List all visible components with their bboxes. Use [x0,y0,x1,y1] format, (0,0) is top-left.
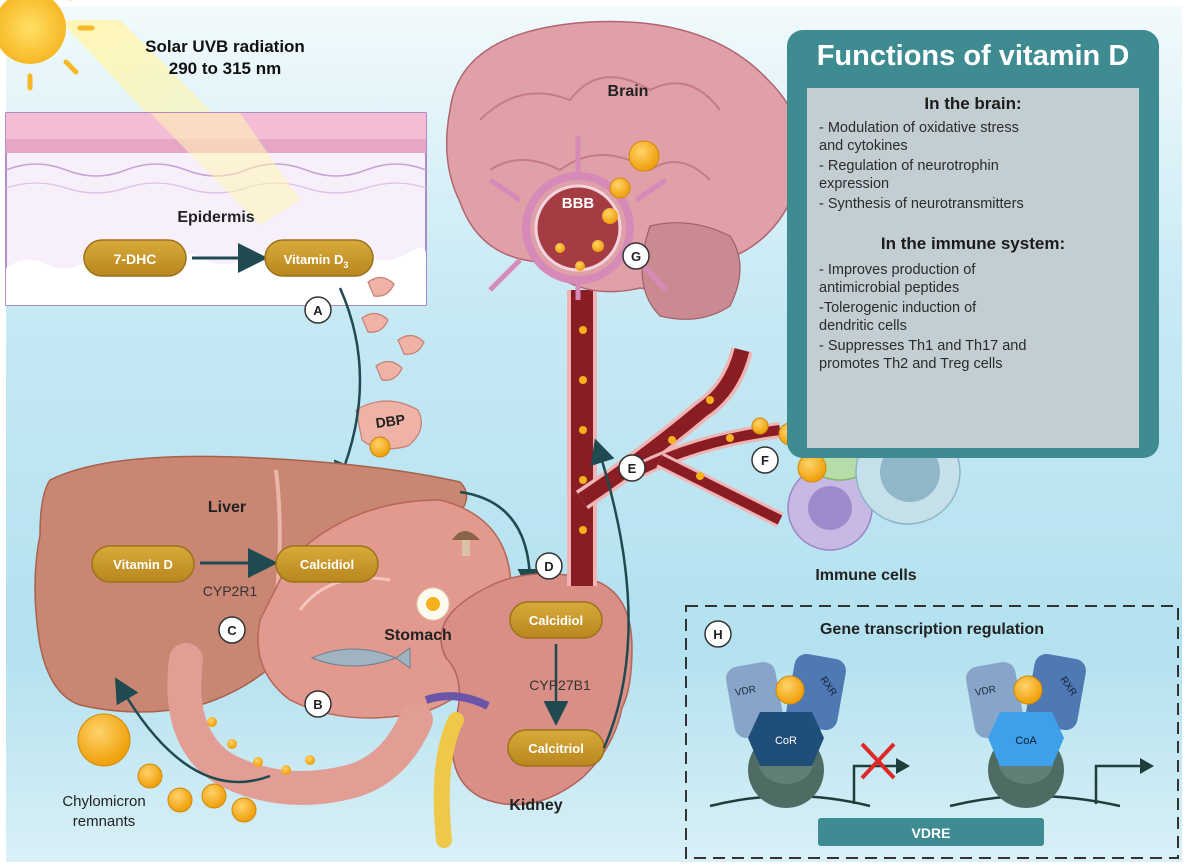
gene-transcription-box [685,605,1179,859]
epidermis-label: Epidermis [177,209,254,226]
immune-function-item: - Improves production of antimicrobial p… [819,262,976,296]
marker-b-letter: B [313,697,322,712]
immune-function-item: -Tolerogenic induction of dendritic cell… [819,300,977,334]
stomach-label: Stomach [384,627,452,644]
vdre-bar [818,818,1044,846]
vdre-label: VDRE [912,825,951,841]
brain-label: Brain [608,83,649,100]
kidney-label: Kidney [509,797,562,814]
fish-icon [310,647,411,669]
sun-icon [0,0,95,91]
marker-g [622,242,650,270]
marker-d [535,552,563,580]
immune-cells-label: Immune cells [815,567,916,584]
uv-beam-skin [150,113,300,225]
marker-b [304,690,332,718]
arrow-kidney-to-brain [590,438,630,749]
pill-calcidiol-kidney-label: Calcidiol [529,613,583,628]
arrow-chylomicron-to-liver [114,677,271,784]
vdr-label-1: VDR [734,684,757,699]
marker-a-letter: A [313,303,323,318]
marker-h-letter: H [713,627,722,642]
functions-title: Functions of vitamin D [816,40,1130,72]
enzyme-cyp27b1: CYP27B1 [529,677,591,693]
pill-vitamin-d3-label: Vitamin D3 [284,252,349,270]
dbp-label: DBP [375,411,407,431]
pill-calcidiol-liver-label: Calcidiol [300,557,354,572]
brain-dots [555,140,660,271]
chylomicron-label-line1: Chylomicron [62,793,145,810]
marker-a [304,296,332,324]
marker-e [618,454,646,482]
marker-e-letter: E [628,461,637,476]
liver-label: Liver [208,499,246,516]
blood-vessel [567,290,784,586]
pill-calcitriol-label: Calcitriol [528,741,584,756]
functions-panel: Functions of vitamin D In the brain: - M… [787,30,1159,458]
marker-f-letter: F [761,453,769,468]
pill-vitamin-d3 [264,239,374,277]
marker-letters: A B C D E F G H [227,249,769,712]
arrow-liver-to-kidney [459,490,543,594]
step-markers [218,242,779,718]
chylomicron-remnants [77,713,257,823]
brain-function-item: - Synthesis of neurotransmitters [819,196,1024,212]
bbb-label: BBB [562,195,595,212]
intestine-shape [167,643,433,805]
solar-title-line2: 290 to 315 nm [169,59,281,78]
dbp-vitamin-dot [369,436,391,458]
pill-7dhc-label: 7-DHC [114,251,157,267]
solar-title-line1: Solar UVB radiation [145,37,305,56]
block-x-icon [860,742,896,780]
immune-function-item: - Suppresses Th1 and Th17 and promotes T… [819,338,1027,372]
pill-calcidiol-liver [275,545,379,583]
marker-h [704,620,732,648]
vdr-label-2: VDR [974,684,997,699]
pill-calcidiol-kidney [509,601,603,639]
brain-function-item: - Regulation of neurotrophin expression [819,158,999,192]
marker-c [218,616,246,644]
arrow-skin-to-liver [333,287,362,488]
marker-d-letter: D [544,559,553,574]
gene-complex-coactivator [949,653,1154,808]
gene-title: Gene transcription regulation [820,621,1044,638]
functions-content: In the brain: - Modulation of oxidative … [807,88,1139,448]
dbp-fragments [355,276,425,450]
mushroom-icon [452,531,480,556]
enzyme-cyp2r1: CYP2R1 [203,583,258,599]
ureter [433,712,464,848]
chylomicron-label-line2: remnants [73,813,136,830]
immune-functions-title: In the immune system: [880,234,1066,253]
pill-vitamin-d-liver [91,545,195,583]
intestine-dots [207,717,315,775]
gene-complex-corepressor [709,653,910,808]
marker-g-letter: G [631,249,641,264]
marker-c-letter: C [227,623,237,638]
egg-icon [416,587,450,621]
marker-f [751,446,779,474]
renal-vein [424,692,490,710]
pill-7dhc [83,239,187,277]
brain-functions-title: In the brain: [924,94,1022,113]
cor-label: CoR [775,735,797,747]
pill-vitamin-d-liver-label: Vitamin D [113,557,173,572]
brain-function-item: - Modulation of oxidative stress and cyt… [819,120,1019,154]
coa-label: CoA [1015,735,1037,747]
